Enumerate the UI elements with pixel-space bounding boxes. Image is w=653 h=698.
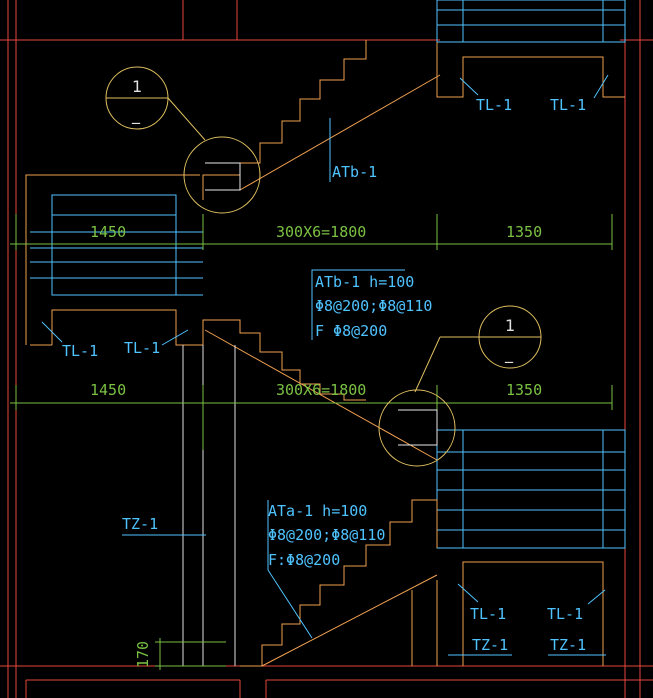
lower-stair-flight	[240, 499, 604, 667]
tz-bot-a: TZ-1	[472, 636, 508, 654]
callout-upper-sub: _	[131, 105, 141, 125]
dimension-lines	[10, 214, 613, 670]
callout-lower-sub: _	[504, 344, 514, 364]
ata-spec-line1: ATa-1 h=100	[268, 502, 367, 520]
leader-lines	[41, 74, 609, 656]
atb-spec-line3: F Φ8@200	[315, 322, 387, 340]
callout-lower-number: 1	[505, 316, 515, 335]
tl-bot-b: TL-1	[547, 605, 583, 623]
tl-mid-b: TL-1	[124, 339, 160, 357]
atb-tag: ATb-1	[332, 163, 377, 181]
tz-left: TZ-1	[122, 515, 158, 533]
tz-bot-b: TZ-1	[550, 636, 586, 654]
columns	[182, 345, 236, 666]
dim-lower-right: 1350	[506, 381, 542, 399]
dim-step-height: 170	[134, 641, 152, 668]
tl-mid-a: TL-1	[62, 342, 98, 360]
dim-lower-middle: 300X6=1800	[276, 381, 366, 399]
ata-spec-line2: Φ8@200;Φ8@110	[268, 526, 385, 544]
ata-spec-line3: F:Φ8@200	[268, 551, 340, 569]
upper-right-treads	[436, 0, 626, 43]
tl-top-a: TL-1	[476, 96, 512, 114]
detail-callout-upper	[105, 66, 261, 214]
atb-spec-line2: Φ8@200;Φ8@110	[315, 297, 432, 315]
tl-bot-a: TL-1	[470, 605, 506, 623]
dim-upper-right: 1350	[506, 223, 542, 241]
left-landing-treads	[30, 194, 203, 296]
callout-upper-number: 1	[132, 77, 142, 96]
dim-lower-left: 1450	[90, 381, 126, 399]
atb-spec-line1: ATb-1 h=100	[315, 273, 414, 291]
lower-right-treads	[436, 429, 626, 549]
dim-upper-middle: 300X6=1800	[276, 223, 366, 241]
detail-callout-lower	[378, 305, 542, 467]
tl-top-b: TL-1	[550, 96, 586, 114]
dim-upper-left: 1450	[90, 223, 126, 241]
